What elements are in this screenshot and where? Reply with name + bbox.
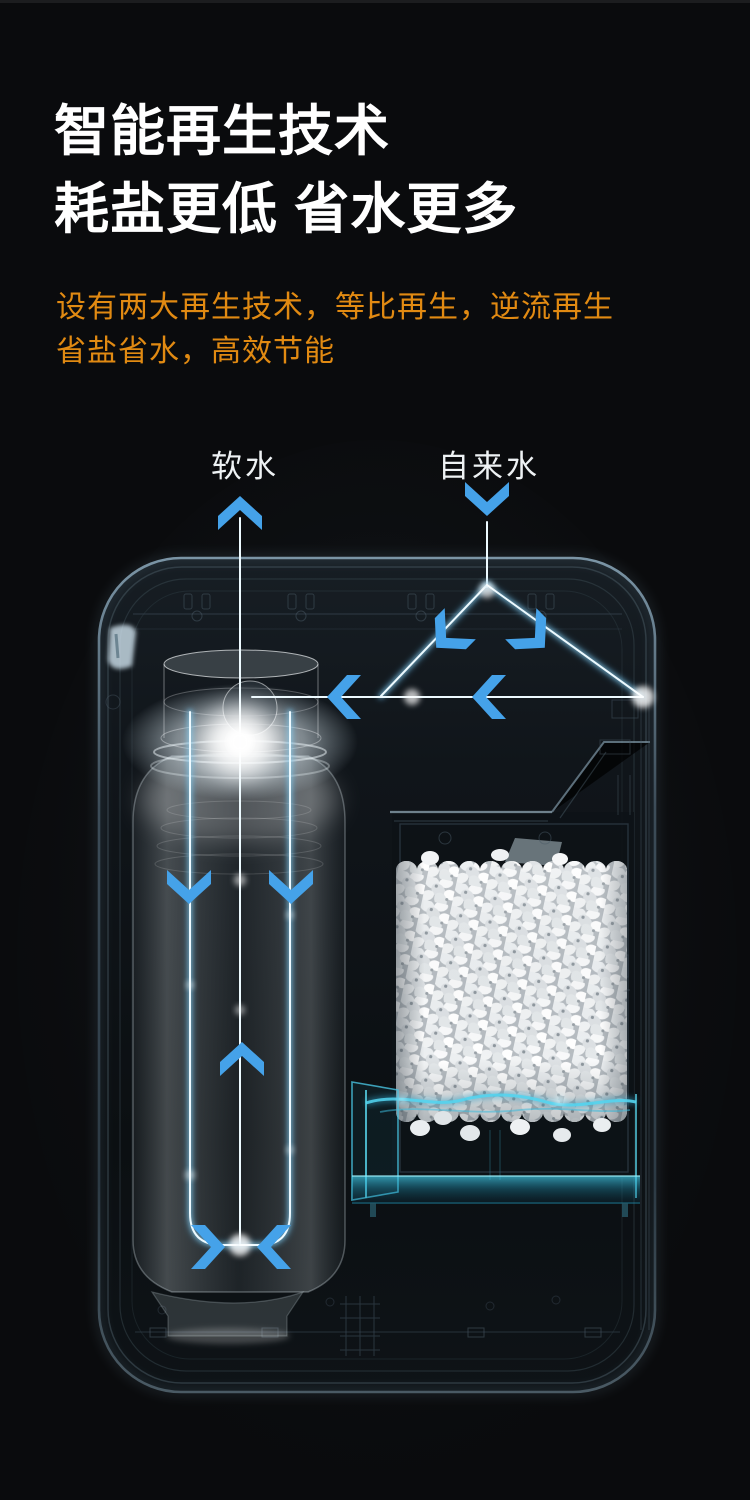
page-subtitle: 设有两大再生技术，等比再生，逆流再生 省盐省水，高效节能 xyxy=(56,286,614,374)
left-handle xyxy=(105,624,136,710)
enclosure-frame xyxy=(97,556,657,1394)
brine-tray xyxy=(351,1081,640,1217)
tank-base-glow xyxy=(166,1328,290,1344)
salt-container xyxy=(351,699,650,1330)
page-title-line1: 智能再生技术 xyxy=(54,100,391,162)
salt-pellets-loose xyxy=(410,849,611,1142)
frame-inner-line-1 xyxy=(107,566,647,1384)
tank-skirt xyxy=(150,1290,305,1337)
brine-water-line xyxy=(364,1091,637,1113)
top-divider xyxy=(0,0,750,3)
salt-tank-rim xyxy=(390,741,650,866)
page-subtitle-line2: 省盐省水，高效节能 xyxy=(56,335,335,368)
pipe-flares xyxy=(185,560,654,1256)
page-title: 智能再生技术 耗盐更低 省水更多 xyxy=(54,92,518,248)
page-subtitle-line1: 设有两大再生技术，等比再生，逆流再生 xyxy=(56,291,614,324)
label-tap-water: 自来水 xyxy=(438,449,540,484)
salt-pellets xyxy=(396,861,627,1122)
ladder-grid xyxy=(340,1296,380,1356)
pipes xyxy=(185,518,654,1256)
label-soft-water: 软水 xyxy=(211,449,279,484)
page-title-line2: 耗盐更低 省水更多 xyxy=(54,178,519,240)
